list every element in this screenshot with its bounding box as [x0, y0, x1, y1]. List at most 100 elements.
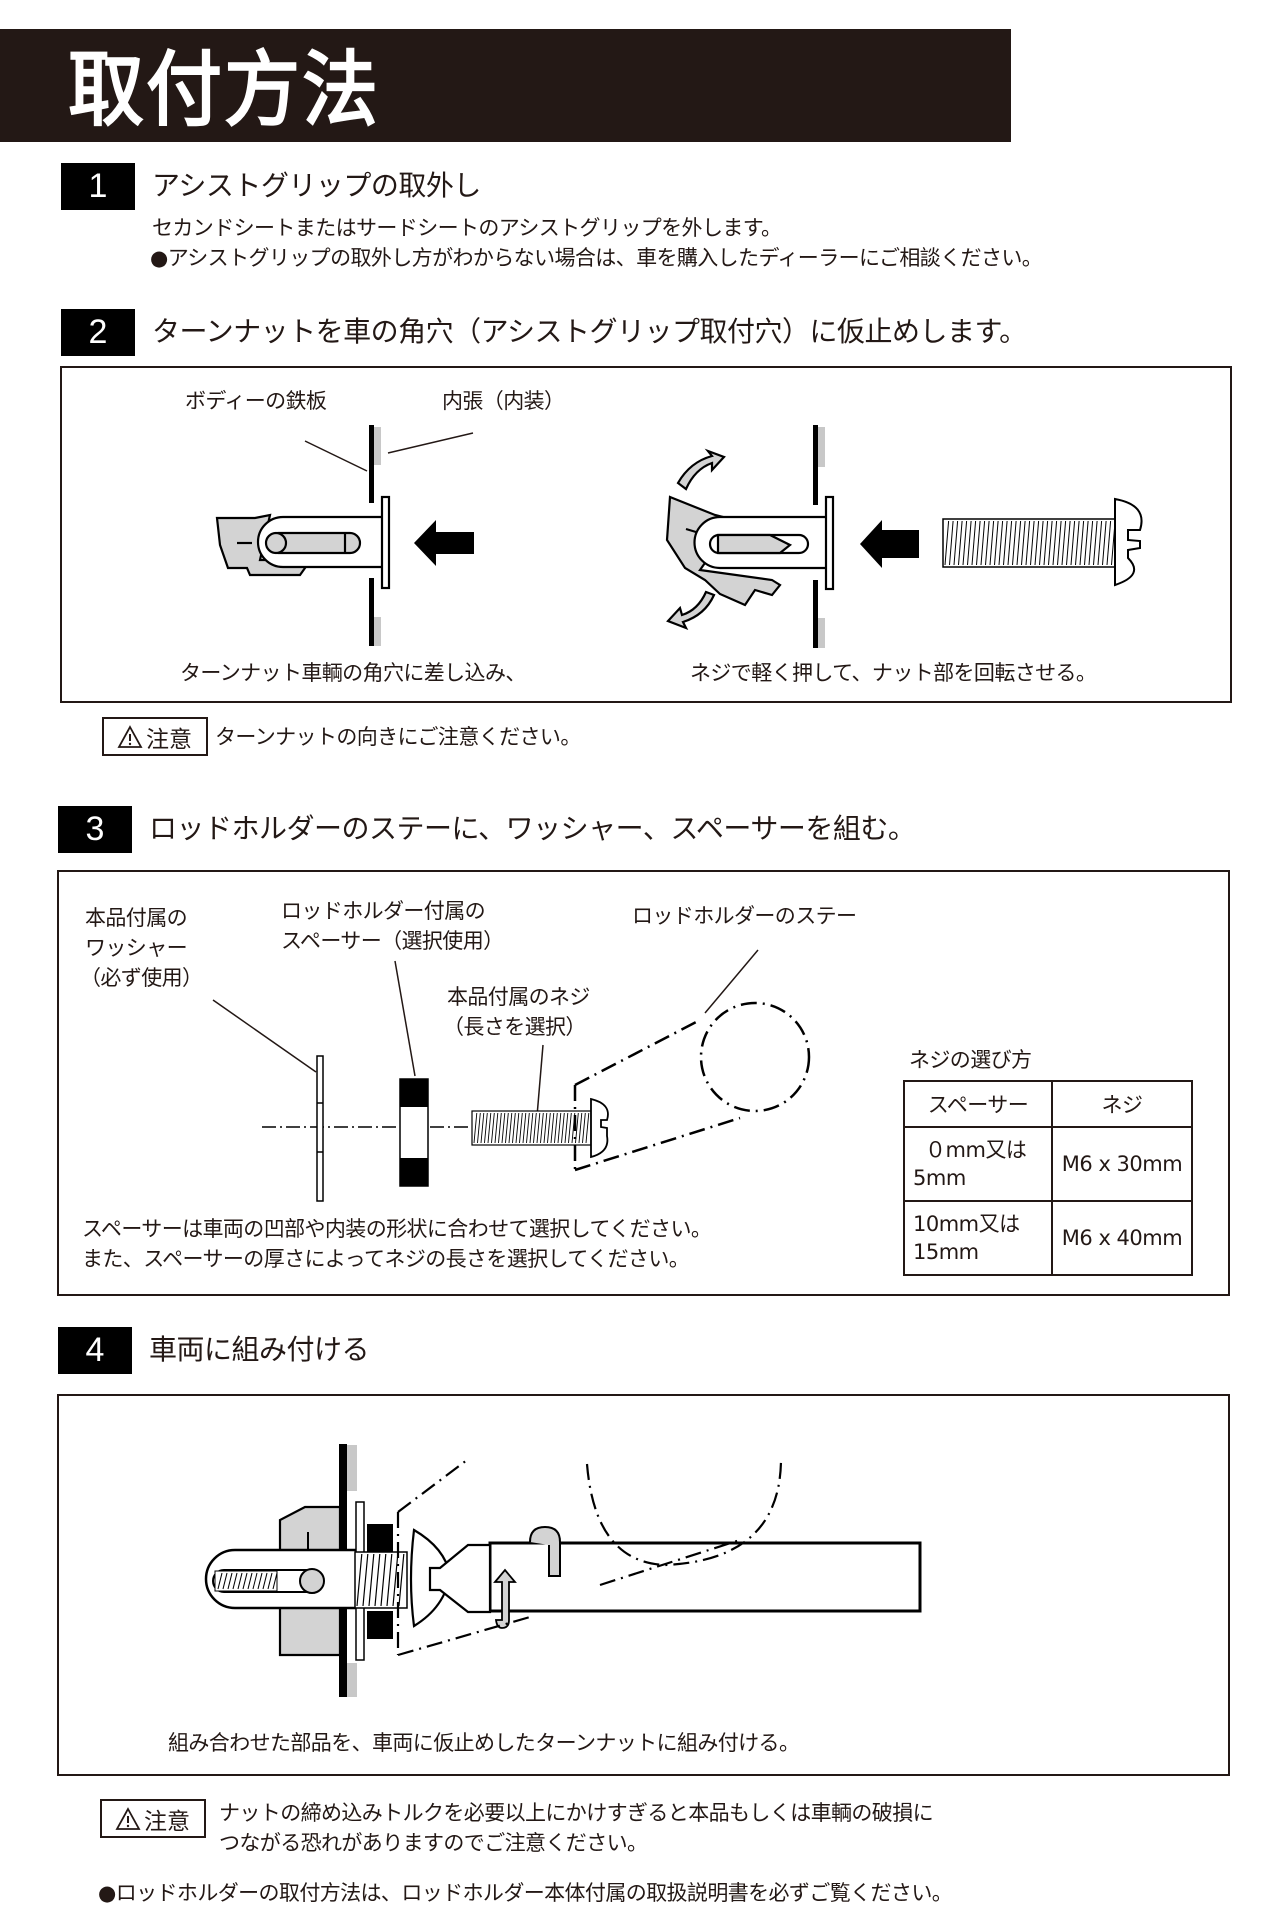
thread-line [1012, 520, 1017, 566]
spacer-value-line-2: 5mm [913, 1166, 966, 1190]
page-title: 取付方法 [68, 41, 380, 138]
thread-line [1106, 520, 1112, 566]
thread-line [512, 1112, 516, 1144]
thread-line [1025, 520, 1031, 566]
thread-line [529, 1112, 534, 1144]
leader-line-washer [212, 999, 317, 1073]
thread-line [1079, 520, 1085, 566]
thread-line [578, 1112, 583, 1144]
spacer-top [367, 1524, 393, 1552]
thread-line [227, 1572, 233, 1590]
thread-line [272, 1572, 278, 1590]
thread-line [1070, 520, 1076, 566]
title-banner [0, 29, 1011, 142]
thread-line [505, 1112, 509, 1144]
thread-line [1084, 520, 1089, 566]
thread-line [257, 1572, 263, 1590]
thread-line [1097, 520, 1103, 566]
thread-line [1066, 520, 1071, 566]
thread-line [1052, 520, 1058, 566]
rotate-arrow-down-icon [666, 590, 716, 631]
thread-line [1088, 520, 1094, 566]
caution-badge-label: 注意 [144, 1808, 190, 1835]
rod-holder-tube [488, 1541, 922, 1613]
step-3-note-1: スペーサーは車両の凹部や内装の形状に合わせて選択してください。 [82, 1217, 712, 1241]
caution-2-line-1: ナットの締め込みトルクを必要以上にかけすぎると本品もしくは車輌の破損に [219, 1801, 934, 1825]
thread-line [368, 1553, 375, 1607]
thread-line [568, 1112, 572, 1144]
caution-badge-2: 注意 [100, 1799, 206, 1838]
step-2-caption-left: ターンナット車輌の角穴に差し込み、 [180, 661, 526, 685]
label-washer-line-1: 本品付属の [85, 906, 188, 930]
thread-line [222, 1572, 228, 1590]
step-4-heading: 車両に組み付ける [149, 1333, 370, 1366]
thread-line [582, 1112, 586, 1144]
thread-line [232, 1572, 238, 1590]
thread-line [1061, 520, 1067, 566]
step-1-badge: 1 [61, 163, 135, 210]
body-panel-right [813, 425, 825, 648]
thread-line [392, 1553, 399, 1607]
table-cell-spacer: ０mm又は 5mm [903, 1126, 1053, 1202]
thread-line [398, 1553, 405, 1607]
thread-line [480, 1112, 485, 1144]
thread-line [247, 1572, 253, 1590]
thread-line [519, 1112, 523, 1144]
thread-line [547, 1112, 551, 1144]
step-3-heading: ロッドホルダーのステーに、ワッシャー、スペーサーを組む。 [149, 812, 916, 845]
label-body-panel: ボディーの鉄板 [185, 389, 327, 413]
table-header-spacer: スペーサー [903, 1080, 1053, 1128]
thread-line [1048, 520, 1053, 566]
thread-line [1039, 520, 1044, 566]
thread-line [374, 1553, 381, 1607]
step-1-heading: アシストグリップの取外し [152, 169, 481, 202]
table-header-screw: ネジ [1051, 1080, 1193, 1128]
thread-line [1057, 520, 1062, 566]
caution-2-line-2: つながる恐れがありますのでご注意ください。 [219, 1831, 648, 1855]
thread-line [1034, 520, 1040, 566]
warning-triangle-icon [117, 724, 143, 748]
thread-line [491, 1112, 495, 1144]
table-cell-screw: M6 x 40mm [1051, 1200, 1193, 1276]
thread-line [484, 1112, 488, 1144]
caution-badge-1: 注意 [102, 717, 208, 756]
thread-line [1030, 520, 1035, 566]
thread-line [1102, 520, 1107, 566]
thread-line [1007, 520, 1013, 566]
thread-line [962, 520, 968, 566]
spacer-bottom [367, 1611, 393, 1639]
thread-line [564, 1112, 569, 1144]
thread-line [985, 520, 990, 566]
step-2-heading: ターンナットを車の角穴（アシストグリップ取付穴）に仮止めします。 [152, 315, 1027, 348]
thread-line [522, 1112, 527, 1144]
thread-line [1003, 520, 1008, 566]
thread-line [380, 1553, 387, 1607]
label-stay: ロッドホルダーのステー [632, 904, 857, 928]
step-4-badge: 4 [58, 1327, 132, 1374]
step-2-badge: 2 [61, 309, 135, 356]
rotate-arrow-up-icon [493, 1568, 517, 1629]
table-cell-screw: M6 x 30mm [1051, 1126, 1193, 1202]
spacer [399, 1078, 429, 1187]
thread-line [976, 520, 981, 566]
thread-line [473, 1112, 478, 1144]
screw [471, 1097, 609, 1159]
thread-line [994, 520, 999, 566]
thread-line [949, 520, 954, 566]
thread-line [237, 1572, 243, 1590]
thread-line [252, 1572, 258, 1590]
push-arrow-left [414, 520, 474, 566]
thread-line [953, 520, 959, 566]
label-interior-trim: 内張（内装） [442, 389, 565, 413]
step-3-badge: 3 [58, 806, 132, 853]
thread-line [386, 1553, 393, 1607]
footer-note: ●ロッドホルダーの取付方法は、ロッドホルダー本体付属の取扱説明書を必ずご覧くださ… [98, 1881, 953, 1905]
washer [316, 1055, 324, 1202]
screw-selection-table: スペーサー ネジ ０mm又は 5mm M6 x 30mm 10mm又は 15mm… [903, 1080, 1193, 1276]
leader-line-spacer [394, 960, 416, 1077]
turn-nut-inserted [215, 495, 391, 590]
rotate-arrow-up-icon [676, 448, 726, 491]
thread-line [362, 1553, 369, 1607]
turn-nut-rotating [665, 448, 835, 631]
